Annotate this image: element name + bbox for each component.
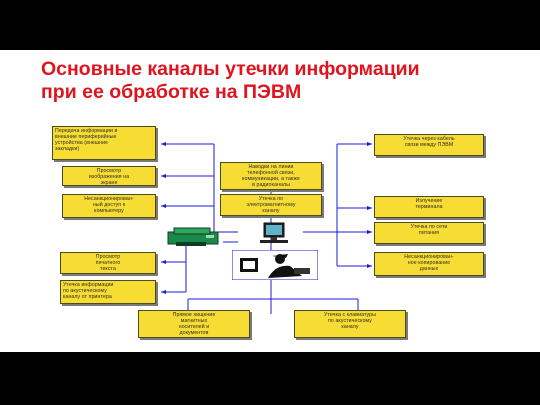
box-terminal-emission: Излучение терминала bbox=[374, 196, 484, 218]
box-unauthorized-access: Несанкционирован- ный доступ к компьютер… bbox=[62, 194, 156, 218]
box-power-network: Утечка по сети питания bbox=[374, 222, 484, 244]
box-induction: Наводки на линии телефонной связи, комму… bbox=[220, 162, 322, 190]
box-screen-view: Просмотр изображения на экране bbox=[62, 166, 156, 186]
box-network-cable: Утечка через кабель связи между ПЭВМ bbox=[374, 134, 484, 156]
box-printer-acoustic: Утечка информации по акустическому канал… bbox=[60, 280, 156, 304]
box-keyboard-acoustic: Утечка с клавиатуры по акустическому кан… bbox=[294, 310, 406, 338]
title-line-2: при ее обработке на ПЭВМ bbox=[41, 81, 302, 103]
box-media-theft: Прямое хищение магнитных носителей и док… bbox=[138, 310, 250, 338]
leak-channels-diagram: Передача информации в внешние периферийн… bbox=[38, 124, 501, 342]
printer-icon bbox=[167, 227, 219, 246]
box-printed-text-view: Просмотр печатного текста bbox=[60, 252, 156, 274]
slide-title: Основные каналы утечки информации при ее… bbox=[41, 58, 511, 104]
box-electromagnetic: Утечка по электромагнитному каналу bbox=[220, 194, 322, 216]
box-unauthorized-copy: Несанкционирован- ное копирование данных bbox=[374, 252, 484, 276]
computer-icon bbox=[260, 222, 288, 243]
spy-figure-icon bbox=[232, 250, 318, 280]
box-external-transmission: Передача информации в внешние периферийн… bbox=[52, 126, 156, 160]
title-line-1: Основные каналы утечки информации bbox=[41, 58, 420, 80]
